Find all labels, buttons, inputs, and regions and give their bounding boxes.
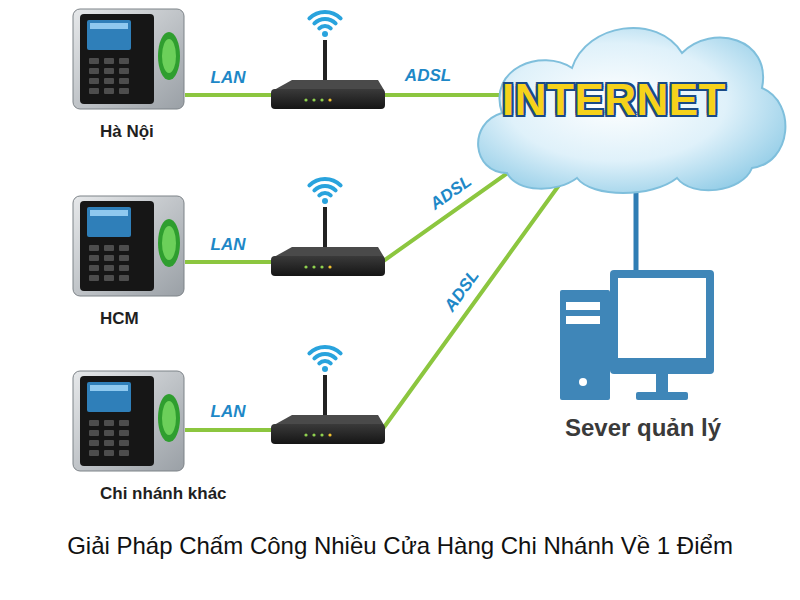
keypad-key [104,265,114,271]
link-type-label: LAN [211,235,246,255]
server-computer: Sever quản lý [548,262,738,452]
keypad-key [104,245,114,251]
monitor-screen [618,278,706,358]
router-icon [271,347,385,444]
keypad-key [89,430,99,436]
device-screen [87,20,131,50]
keypad-key [89,58,99,64]
device-screen [87,207,131,237]
drive-slot [566,302,600,310]
cloud-label: INTERNET [502,75,726,126]
device-label: Chi nhánh khác [100,484,227,504]
link-type-label: ADSL [426,172,475,215]
router-icon [271,12,385,109]
keypad-key [104,420,114,426]
device-panel [80,14,154,104]
keypad-key [89,88,99,94]
keypad-key [119,245,129,251]
keypad-key [89,78,99,84]
router-icon [271,179,385,276]
screen-bar [90,23,128,29]
keypad-key [119,420,129,426]
device-label: Hà Nội [100,122,154,142]
keypad-key [104,275,114,281]
keypad-key [104,78,114,84]
keypad-key [89,68,99,74]
keypad-key [89,245,99,251]
keypad-key [119,265,129,271]
device-outline [72,8,185,110]
fingerprint-window [162,39,176,73]
keypad-key [119,58,129,64]
keypad-key [119,450,129,456]
fingerprint-sensor [158,219,180,267]
device-outline [72,370,185,472]
keypad-key [119,78,129,84]
keypad-key [119,275,129,281]
monitor-base [636,392,688,400]
fingerprint-sensor [158,32,180,80]
keypad-key [104,255,114,261]
keypad-key [89,450,99,456]
keypad-key [104,88,114,94]
keypad-key [89,255,99,261]
attendance-device: Chi nhánh khác [72,370,185,472]
device-frame [73,196,184,296]
attendance-device: HCM [72,195,185,297]
keypad-key [104,68,114,74]
fingerprint-window [162,401,176,435]
screen-bar [90,210,128,216]
link-type-label: ADSL [405,66,451,86]
link-type-label: LAN [211,68,246,88]
fingerprint-sensor [158,394,180,442]
keypad-key [119,255,129,261]
keypad-key [119,88,129,94]
keypad-key [89,265,99,271]
keypad-key [104,58,114,64]
device-panel [80,201,154,291]
keypad-key [119,68,129,74]
keypad-key [89,420,99,426]
monitor-neck [656,374,668,394]
monitor-frame [610,270,714,374]
internet-cloud: INTERNET [462,8,792,198]
server-label: Sever quản lý [565,414,721,442]
keypad-key [89,275,99,281]
network-link [185,170,570,430]
keypad-key [104,450,114,456]
cloud-shape [478,28,785,193]
device-panel [80,376,154,466]
device-label: HCM [100,309,139,329]
screen-bar [90,385,128,391]
power-button [579,378,587,386]
keypad-key [104,440,114,446]
attendance-device: Hà Nội [72,8,185,110]
fingerprint-window [162,226,176,260]
server-outline [548,262,738,412]
network-link [185,150,540,262]
keypad-key [104,430,114,436]
server-tower [560,290,610,400]
link-type-label: LAN [211,402,246,422]
device-outline [72,195,185,297]
device-frame [73,371,184,471]
device-screen [87,382,131,412]
link-type-label: ADSL [440,266,483,315]
diagram-caption: Giải Pháp Chấm Công Nhiều Cửa Hàng Chi N… [0,532,800,560]
drive-slot [566,316,600,324]
keypad-key [119,430,129,436]
device-frame [73,9,184,109]
keypad-key [89,440,99,446]
keypad-key [119,440,129,446]
